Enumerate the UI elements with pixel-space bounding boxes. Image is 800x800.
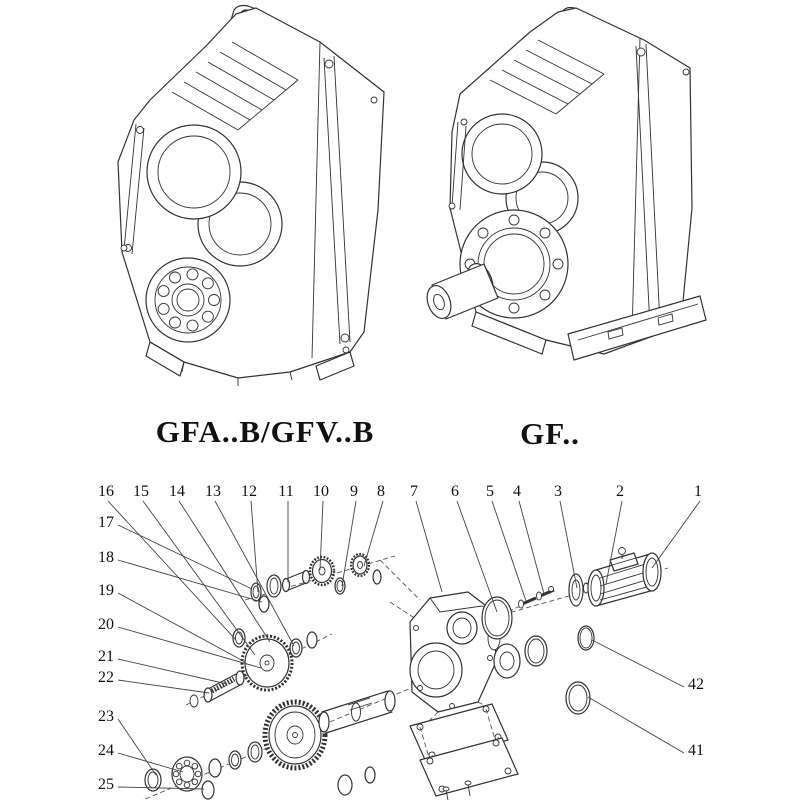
part-number-5: 5 — [486, 483, 494, 500]
part-number-10: 10 — [313, 483, 329, 500]
leader-line-9 — [341, 500, 357, 587]
part-number-42: 42 — [688, 676, 704, 693]
part-number-21: 21 — [98, 648, 114, 665]
leader-line-18 — [117, 559, 263, 603]
part-number-8: 8 — [377, 483, 385, 500]
leader-line-8 — [363, 500, 384, 567]
part-number-9: 9 — [350, 483, 358, 500]
hollow-shaft-gearbox-drawing — [117, 4, 385, 386]
leader-line-21 — [117, 658, 228, 685]
leader-line-3 — [559, 500, 578, 589]
gearbox-right-art — [426, 6, 707, 361]
part-number-20: 20 — [98, 616, 114, 633]
motor-part — [583, 547, 662, 607]
leader-line-24 — [117, 752, 184, 773]
leader-line-19 — [117, 592, 246, 663]
leader-lines — [107, 500, 701, 790]
leader-line-23 — [117, 718, 157, 776]
leader-line-12 — [250, 500, 259, 593]
leader-line-16 — [107, 500, 237, 641]
part-number-14: 14 — [169, 483, 185, 500]
part-number-1: 1 — [694, 483, 702, 500]
leader-line-17 — [117, 524, 253, 590]
part-number-4: 4 — [513, 483, 521, 500]
model-label-gfab: GFA..B/GFV..B — [155, 414, 375, 449]
leader-line-10 — [319, 500, 324, 571]
part-number-3: 3 — [554, 483, 562, 500]
front-bearing-bores — [146, 124, 283, 267]
adapter-flange-part — [568, 573, 584, 607]
leader-line-20 — [117, 626, 262, 669]
output-shaft-parts — [144, 690, 396, 800]
leader-line-22 — [117, 679, 210, 694]
part-number-7: 7 — [410, 483, 418, 500]
part-number-11: 11 — [278, 483, 294, 500]
solid-shaft-gearbox-drawing — [426, 6, 707, 361]
leader-line-1 — [651, 500, 701, 569]
part-number-13: 13 — [205, 483, 221, 500]
part-number-18: 18 — [98, 549, 114, 566]
input-shaft-parts — [250, 552, 382, 613]
cover-plate-parts — [409, 701, 519, 800]
intermediate-gear-parts — [189, 628, 318, 708]
output-shaft-detail — [426, 263, 499, 320]
gearbox-left-art — [117, 4, 385, 386]
leader-line-5 — [491, 500, 527, 602]
output-bearing-detail — [145, 257, 231, 343]
part-number-2: 2 — [616, 483, 624, 500]
part-number-23: 23 — [98, 708, 114, 725]
round-gasket-part — [481, 596, 513, 640]
fastener-parts — [518, 586, 555, 609]
part-number-6: 6 — [451, 483, 459, 500]
part-number-12: 12 — [241, 483, 257, 500]
leader-line-14 — [178, 500, 271, 643]
part-number-41: 41 — [688, 742, 704, 759]
leader-line-42 — [591, 639, 685, 688]
leader-line-25 — [117, 786, 205, 790]
leader-line-6 — [456, 500, 498, 613]
part-number-17: 17 — [98, 514, 114, 531]
part-number-15: 15 — [133, 483, 149, 500]
leader-line-41 — [587, 696, 685, 754]
output-side-rings — [493, 625, 595, 715]
part-number-24: 24 — [98, 742, 114, 759]
leader-line-4 — [518, 500, 545, 595]
part-number-25: 25 — [98, 776, 114, 793]
leader-line-2 — [605, 500, 623, 585]
leader-line-15 — [142, 500, 256, 656]
model-label-gf: GF.. — [520, 416, 580, 451]
part-number-22: 22 — [98, 669, 114, 686]
leader-line-13 — [214, 500, 295, 647]
housing-part — [409, 591, 501, 713]
leader-line-7 — [415, 500, 443, 593]
exploded-parts-drawing — [107, 500, 701, 800]
part-number-19: 19 — [98, 582, 114, 599]
part-number-16: 16 — [98, 483, 114, 500]
